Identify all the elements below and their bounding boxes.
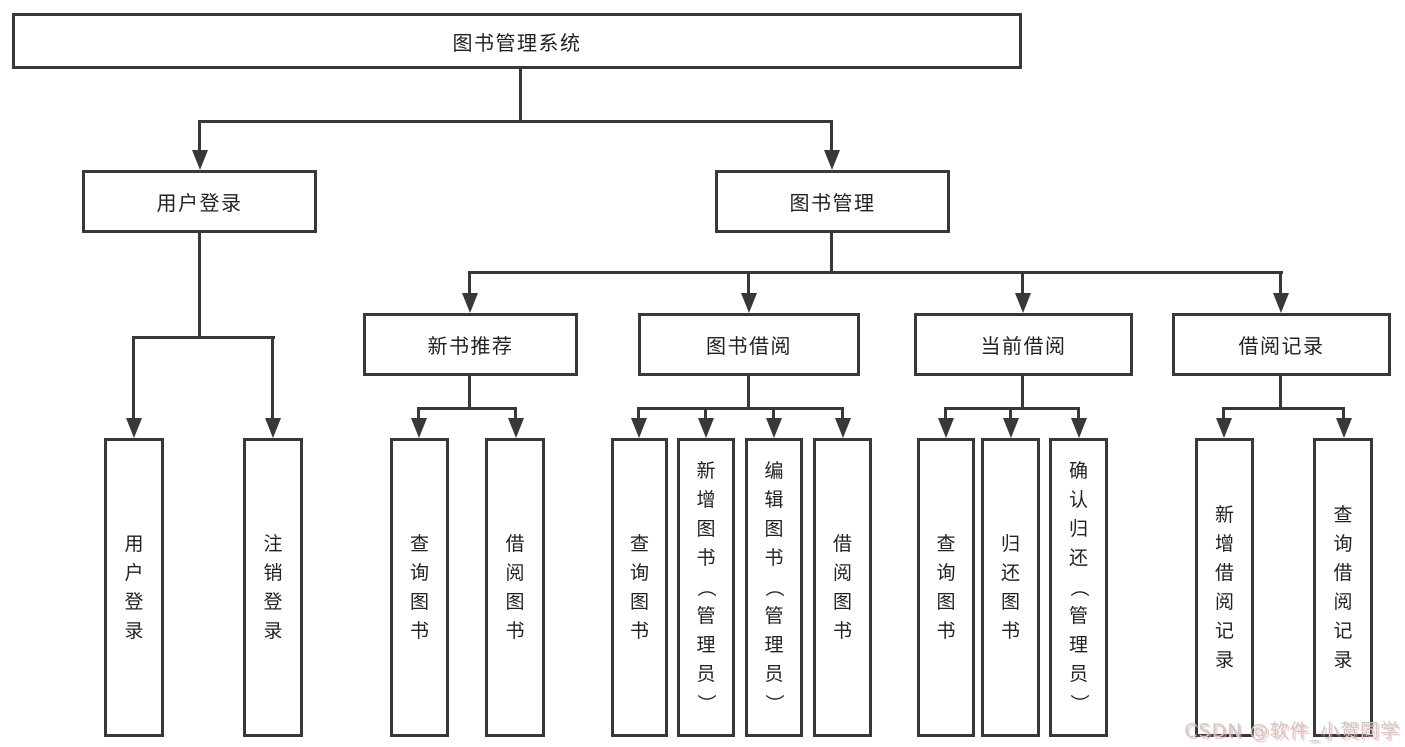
- node-root-label: 图书管理系统: [452, 30, 582, 55]
- connector-drop-cb-return: [1009, 407, 1012, 421]
- node-book-borrow-label: 图书借阅: [706, 334, 792, 358]
- leaf-bb-borrow-books: 借阅图书: [813, 438, 872, 737]
- connector-current-borrow-stem: [1021, 376, 1024, 410]
- leaf-cb-confirm-return-label: 确认归还（管理员）: [1067, 460, 1090, 714]
- node-book-mgmt: 图书管理: [715, 170, 950, 233]
- leaf-cb-return-books: 归还图书: [981, 438, 1040, 737]
- arrow-down-icon: [1015, 293, 1031, 313]
- node-current-borrow-label: 当前借阅: [980, 334, 1067, 358]
- arrow-down-icon: [508, 418, 524, 438]
- connector-drop-bb-query: [637, 407, 640, 421]
- leaf-rec-query-books: 查询图书: [390, 438, 449, 737]
- connector-new-book-stem: [468, 376, 471, 410]
- connector-drop-logout: [271, 336, 274, 420]
- connector-root-rail: [198, 120, 833, 123]
- connector-drop-rec-query: [417, 407, 420, 421]
- connector-root-stem: [519, 69, 522, 123]
- connector-drop-current-borrow: [1021, 271, 1024, 297]
- connector-book-mgmt-rail: [468, 271, 1283, 274]
- node-borrow-records: 借阅记录: [1172, 313, 1391, 376]
- node-book-mgmt-label: 图书管理: [789, 191, 876, 215]
- leaf-br-query-record-label: 查询借阅记录: [1333, 503, 1353, 671]
- arrow-down-icon: [1003, 418, 1019, 438]
- connector-drop-br-query: [1342, 407, 1345, 421]
- arrow-down-icon: [1071, 418, 1087, 438]
- leaf-bb-edit-books: 编辑图书（管理员）: [745, 438, 803, 737]
- arrow-down-icon: [192, 150, 208, 170]
- leaf-br-query-record: 查询借阅记录: [1313, 438, 1373, 737]
- node-borrow-records-label: 借阅记录: [1238, 334, 1325, 358]
- csdn-watermark: CSDN @软件_小贺同学: [1184, 720, 1400, 742]
- node-user-login: 用户登录: [82, 170, 317, 233]
- arrow-down-icon: [462, 293, 478, 313]
- connector-drop-br-add: [1222, 407, 1225, 421]
- leaf-br-add-record: 新增借阅记录: [1195, 438, 1254, 737]
- leaf-logout: 注销登录: [243, 438, 303, 737]
- connector-user-login-stem: [198, 233, 201, 339]
- connector-new-book-rail: [417, 407, 517, 410]
- connector-book-borrow-stem: [747, 376, 750, 410]
- node-root: 图书管理系统: [12, 13, 1022, 69]
- arrow-down-icon: [1336, 418, 1352, 438]
- arrow-down-icon: [411, 418, 427, 438]
- arrow-down-icon: [126, 418, 142, 438]
- connector-borrow-records-rail: [1222, 407, 1345, 410]
- leaf-user-login: 用户登录: [104, 438, 164, 737]
- leaf-br-add-record-label: 新增借阅记录: [1214, 503, 1234, 671]
- connector-drop-login: [132, 336, 135, 420]
- arrow-down-icon: [824, 150, 840, 170]
- leaf-cb-confirm-return: 确认归还（管理员）: [1049, 438, 1108, 737]
- node-user-login-label: 用户登录: [156, 191, 243, 215]
- leaf-user-login-label: 用户登录: [124, 532, 144, 642]
- arrow-down-icon: [265, 418, 281, 438]
- connector-borrow-records-stem: [1279, 376, 1282, 410]
- leaf-rec-query-books-label: 查询图书: [409, 532, 429, 642]
- leaf-bb-query-books-label: 查询图书: [629, 532, 649, 642]
- arrow-down-icon: [741, 293, 757, 313]
- arrow-down-icon: [835, 418, 851, 438]
- node-new-book-recommend: 新书推荐: [363, 313, 578, 376]
- connector-drop-rec-borrow: [514, 407, 517, 421]
- connector-drop-book-mgmt: [830, 120, 833, 153]
- leaf-bb-edit-books-label: 编辑图书（管理员）: [763, 460, 786, 714]
- leaf-logout-label: 注销登录: [263, 532, 283, 642]
- connector-drop-bb-add: [704, 407, 707, 421]
- connector-user-login-rail: [132, 336, 275, 339]
- arrow-down-icon: [631, 418, 647, 438]
- leaf-cb-query-books: 查询图书: [917, 438, 975, 737]
- connector-drop-bb-borrow: [841, 407, 844, 421]
- connector-drop-bb-edit: [772, 407, 775, 421]
- connector-book-mgmt-stem: [830, 233, 833, 274]
- node-current-borrow: 当前借阅: [914, 313, 1133, 376]
- leaf-bb-add-books-label: 新增图书（管理员）: [695, 460, 718, 714]
- leaf-cb-query-books-label: 查询图书: [936, 532, 956, 642]
- connector-drop-user-login: [198, 120, 201, 153]
- connector-drop-cb-query: [944, 407, 947, 421]
- node-book-borrow: 图书借阅: [638, 313, 860, 376]
- arrow-down-icon: [1273, 293, 1289, 313]
- connector-current-borrow-rail: [944, 407, 1080, 410]
- leaf-bb-borrow-books-label: 借阅图书: [832, 532, 852, 642]
- connector-drop-new-book-recommend: [468, 271, 471, 297]
- leaf-rec-borrow-books: 借阅图书: [485, 438, 545, 737]
- arrow-down-icon: [938, 418, 954, 438]
- node-new-book-recommend-label: 新书推荐: [427, 334, 514, 358]
- connector-drop-cb-confirm: [1077, 407, 1080, 421]
- connector-drop-borrow-records: [1279, 271, 1282, 297]
- leaf-cb-return-books-label: 归还图书: [1000, 532, 1020, 642]
- connector-book-borrow-rail: [637, 407, 844, 410]
- leaf-bb-query-books: 查询图书: [611, 438, 668, 737]
- arrow-down-icon: [698, 418, 714, 438]
- connector-drop-book-borrow: [747, 271, 750, 297]
- arrow-down-icon: [1216, 418, 1232, 438]
- leaf-bb-add-books: 新增图书（管理员）: [677, 438, 735, 737]
- leaf-rec-borrow-books-label: 借阅图书: [505, 532, 525, 642]
- arrow-down-icon: [766, 418, 782, 438]
